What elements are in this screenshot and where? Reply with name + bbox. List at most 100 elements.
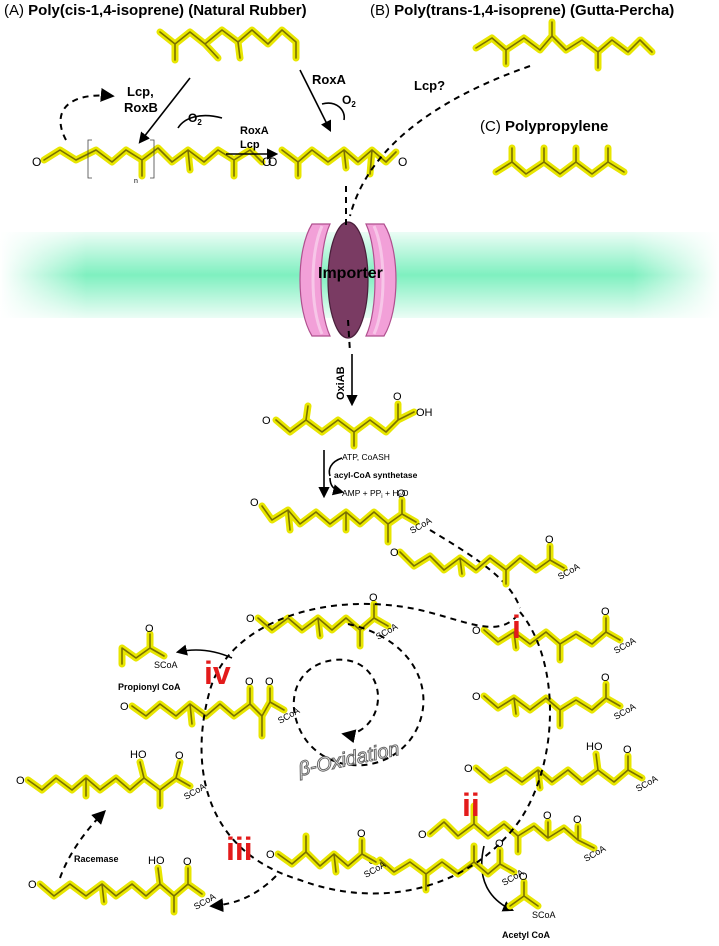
- o-atom-acylcoa-left: O: [250, 497, 259, 509]
- o-atom-i2-left: O: [472, 625, 481, 637]
- o-atom-i1-left: O: [390, 547, 399, 559]
- o-atom-hm-1: O: [245, 676, 254, 688]
- label-acetyl-coa: Acetyl CoA: [502, 930, 551, 940]
- o-atom-racsub-left: O: [28, 879, 37, 891]
- acyl-coa-structure: [258, 496, 420, 546]
- arrow-acetyl: [480, 845, 515, 912]
- label-roxa-lcp-2: Lcp: [240, 139, 260, 151]
- o-atom-acetyl: O: [519, 871, 528, 883]
- o-atom-keto-2: O: [573, 814, 582, 826]
- ho-atom-racsub: HO: [148, 855, 165, 867]
- natural-rubber-structure: [156, 26, 300, 64]
- label-lcp-question: Lcp?: [414, 78, 445, 93]
- acetyl-coa-structure: [506, 878, 542, 910]
- n-subscript: n: [134, 178, 138, 185]
- propionyl-coa-structure: [118, 630, 168, 668]
- o-atom-acylcoa-top: O: [397, 488, 406, 500]
- hydroxy-methyl-intermediate: [128, 684, 288, 740]
- hydroxy-intermediate: [472, 750, 646, 792]
- beta-oxidation-spiral: [292, 623, 425, 767]
- o-atom-methyl-left: O: [266, 849, 275, 861]
- keto-intermediate: [426, 802, 598, 856]
- o-atom-product-left: O: [268, 155, 277, 169]
- o-atom-hydroxy-top: O: [623, 744, 632, 756]
- gutta-percha-structure: [472, 18, 656, 72]
- o-atom-top-left: O: [246, 613, 255, 625]
- o2-right-label: O2: [342, 93, 356, 109]
- label-beta-oxidation: β-Oxidation: [295, 738, 401, 781]
- dashed-inside-path: [347, 319, 351, 353]
- label-atp: ATP, CoASH: [342, 452, 390, 462]
- cycle-top-intermediate: [254, 600, 392, 650]
- dashed-to-cycle: [429, 529, 521, 609]
- header-b: (B) Poly(trans-1,4-isoprene) (Gutta-Perc…: [370, 2, 674, 20]
- o-atom-methyl-top: O: [357, 828, 366, 840]
- o-atom-propionyl: O: [145, 623, 154, 635]
- arrow-lcp-roxb: [138, 77, 191, 144]
- o-atom-i1-top: O: [545, 534, 554, 546]
- step-i: i: [512, 609, 521, 645]
- o-atom-i2-top: O: [601, 606, 610, 618]
- racemase-substrate: [36, 864, 206, 916]
- scoa-propionyl: SCoA: [154, 660, 178, 670]
- header-c-title: Polypropylene: [505, 118, 609, 135]
- o-atom-product-right: O: [398, 155, 407, 169]
- ho-atom-racprod: HO: [130, 749, 147, 761]
- header-c-prefix: (C): [480, 118, 501, 135]
- header-a-prefix: (A): [4, 2, 24, 19]
- o-atom-i3-top: O: [601, 672, 610, 684]
- shortened-acyl-coa: [376, 842, 518, 894]
- header-a-title: Poly(cis-1,4-isoprene) (Natural Rubber): [28, 2, 307, 19]
- o-atom-acid-left: O: [262, 415, 271, 427]
- arrow-racemase: [59, 810, 106, 879]
- label-roxb: RoxB: [124, 100, 158, 115]
- o-atom-i3-left: O: [472, 691, 481, 703]
- enoyl-intermediate-1: [396, 542, 568, 588]
- label-synthetase: acyl-CoA synthetase: [334, 470, 418, 480]
- dashed-lcp-path: [349, 65, 531, 217]
- o-atom-racprod-top: O: [175, 750, 184, 762]
- o-atom-oligomer-left: O: [32, 155, 41, 169]
- header-b-prefix: (B): [370, 2, 390, 19]
- scoa-acetyl: SCoA: [532, 910, 556, 920]
- o-atom-keto-1: O: [543, 810, 552, 822]
- oligomer-bracketed-structure: [40, 139, 266, 180]
- o-atom-hydroxy-left: O: [464, 763, 473, 775]
- header-c: (C) Polypropylene: [480, 118, 608, 136]
- beta-oxidation-outer-cycle: [200, 603, 551, 895]
- o-atom-short-top: O: [495, 838, 504, 850]
- cleavage-product-structure: [278, 146, 400, 180]
- oh-atom-acid: OH: [416, 407, 433, 419]
- o-atom-hm-left: O: [120, 701, 129, 713]
- header-b-title: Poly(trans-1,4-isoprene) (Gutta-Percha): [394, 2, 675, 19]
- enoyl-intermediate-2: [480, 614, 624, 664]
- ho-atom-hydroxy: HO: [586, 741, 603, 753]
- o-atom-racprod-left: O: [16, 775, 25, 787]
- importer-transporter: [299, 221, 397, 339]
- label-lcp: Lcp,: [127, 84, 154, 99]
- polypropylene-structure: [492, 144, 628, 178]
- acid-structure: [272, 400, 418, 450]
- o-atom-keto-left: O: [418, 829, 427, 841]
- o2-left-label: O2: [188, 111, 202, 127]
- methyl-branched-acyl-coa: [274, 832, 380, 876]
- step-iv: iv: [204, 655, 231, 691]
- arrow-roxa: [299, 69, 332, 133]
- label-roxa-lcp-1: RoxA: [240, 125, 269, 137]
- step-iii: iii: [226, 831, 253, 867]
- o-atom-hm-2: O: [265, 676, 274, 688]
- step-ii: ii: [462, 787, 480, 823]
- label-propionyl-coa: Propionyl CoA: [118, 682, 181, 692]
- arrow-to-racemase-substrate: [209, 875, 277, 913]
- enoyl-intermediate-3: [480, 680, 624, 730]
- label-racemase: Racemase: [74, 854, 119, 864]
- o-atom-top-top: O: [369, 592, 378, 604]
- o-atom-racsub-top: O: [183, 856, 192, 868]
- racemase-product: [24, 758, 194, 810]
- importer-label: Importer: [318, 265, 383, 282]
- header-a: (A) Poly(cis-1,4-isoprene) (Natural Rubb…: [4, 2, 307, 20]
- label-oxiab: OxiAB: [335, 366, 347, 400]
- dashed-return-arrow: [59, 87, 115, 141]
- o-atom-acid-top: O: [393, 391, 402, 403]
